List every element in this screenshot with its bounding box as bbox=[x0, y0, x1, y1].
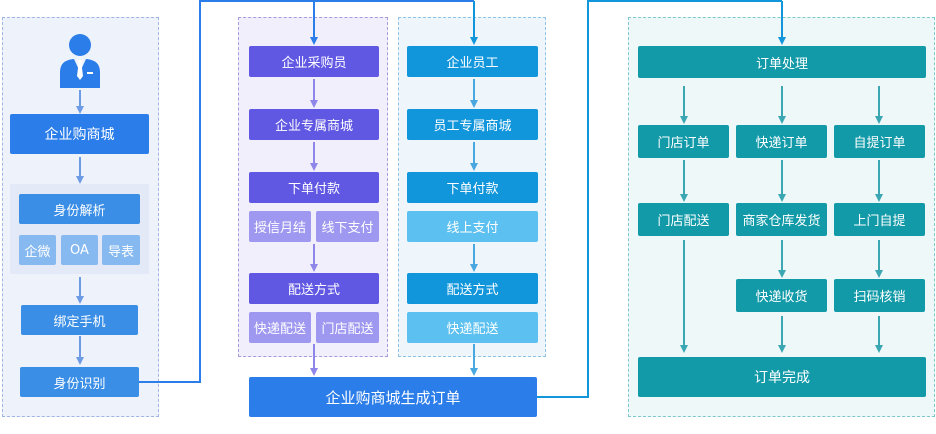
purchaser-order-pay-box: 下单付款 bbox=[249, 172, 379, 203]
door-pickup-box: 上门自提 bbox=[834, 203, 925, 236]
bind-phone-box: 绑定手机 bbox=[21, 305, 138, 335]
processing-title-box: 订单处理 bbox=[638, 46, 926, 78]
source-wecom-chip: 企微 bbox=[19, 235, 56, 265]
source-import-chip: 导表 bbox=[102, 235, 140, 265]
portal-box: 企业购商城 bbox=[10, 114, 149, 154]
pay-offline-box: 线下支付 bbox=[316, 211, 379, 242]
scan-verify-box: 扫码核销 bbox=[834, 279, 925, 312]
connector-identify-to-roles bbox=[139, 0, 474, 383]
express-order-box: 快递订单 bbox=[736, 125, 827, 158]
employee-delivery-box: 配送方式 bbox=[407, 273, 538, 304]
pay-credit-monthly-box: 授信月结 bbox=[249, 211, 311, 242]
identity-parse-box: 身份解析 bbox=[19, 194, 140, 224]
pay-online-box: 线上支付 bbox=[407, 211, 538, 242]
store-order-box: 门店订单 bbox=[638, 125, 729, 158]
employee-mall-box: 员工专属商城 bbox=[407, 109, 538, 140]
delivery-store-box: 门店配送 bbox=[316, 312, 379, 343]
pickup-order-box: 自提订单 bbox=[834, 125, 925, 158]
purchaser-mall-box: 企业专属商城 bbox=[249, 109, 379, 140]
employee-role-box: 企业员工 bbox=[407, 46, 538, 77]
employee-order-pay-box: 下单付款 bbox=[407, 172, 538, 203]
user-icon bbox=[60, 34, 100, 88]
warehouse-shipping-box: 商家仓库发货 bbox=[736, 203, 827, 236]
store-delivery-box: 门店配送 bbox=[638, 203, 729, 236]
purchaser-delivery-box: 配送方式 bbox=[249, 273, 379, 304]
purchaser-role-box: 企业采购员 bbox=[249, 46, 379, 77]
identify-box: 身份识别 bbox=[20, 367, 139, 397]
order-complete-box: 订单完成 bbox=[638, 357, 926, 397]
employee-delivery-express-box: 快递配送 bbox=[407, 312, 538, 343]
express-receipt-box: 快递收货 bbox=[736, 279, 827, 312]
connector-order-to-processing bbox=[537, 0, 782, 398]
source-oa-chip: OA bbox=[61, 235, 98, 265]
generate-order-box: 企业购商城生成订单 bbox=[249, 377, 537, 417]
delivery-express-box: 快递配送 bbox=[249, 312, 311, 343]
